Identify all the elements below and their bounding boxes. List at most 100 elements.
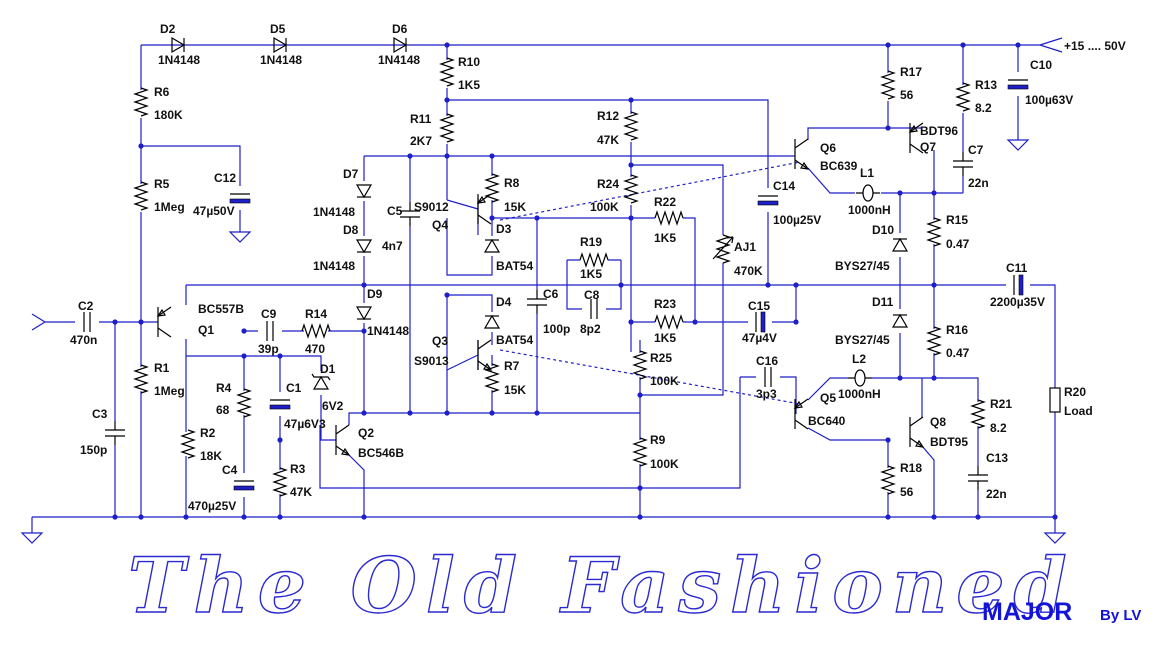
value-label: BYS27/45 bbox=[835, 259, 890, 273]
value-label: 47µ6V3 bbox=[284, 417, 326, 431]
ref-label: Q7 bbox=[920, 140, 936, 154]
value-label: 0.47 bbox=[946, 346, 970, 360]
ref-label: R5 bbox=[154, 177, 170, 191]
ref-label: R20 bbox=[1064, 385, 1086, 399]
value-label: 18K bbox=[200, 449, 222, 463]
wire-junctions bbox=[112, 42, 1058, 520]
ref-label: D9 bbox=[367, 287, 383, 301]
value-label: 100p bbox=[543, 322, 570, 336]
circuit-title: The Old Fashioned bbox=[128, 541, 1076, 630]
ref-label: Q8 bbox=[930, 415, 946, 429]
value-label: 1N4148 bbox=[158, 53, 200, 67]
ref-label: C12 bbox=[214, 171, 236, 185]
ref-label: R16 bbox=[946, 323, 968, 337]
value-label: 39p bbox=[258, 342, 279, 356]
value-label: 1Meg bbox=[154, 384, 185, 398]
ref-label: C14 bbox=[773, 179, 795, 193]
value-label: 47µ50V bbox=[193, 204, 235, 218]
ref-label: D8 bbox=[343, 223, 359, 237]
value-label: 1N4148 bbox=[313, 205, 355, 219]
value-label: 150p bbox=[80, 443, 107, 457]
value-label: 1N4148 bbox=[313, 259, 355, 273]
author-byline: By LV bbox=[1100, 607, 1141, 624]
ref-label: D7 bbox=[343, 167, 359, 181]
value-label: BC557B bbox=[198, 302, 244, 316]
ref-label: R12 bbox=[597, 109, 619, 123]
component-r23: R23 1K5 bbox=[654, 297, 684, 345]
ref-label: R3 bbox=[290, 462, 306, 476]
ref-label: C11 bbox=[1006, 261, 1028, 275]
ref-label: D4 bbox=[496, 295, 512, 309]
ref-label: R2 bbox=[200, 426, 216, 440]
value-label: 56 bbox=[900, 88, 914, 102]
ref-label: C6 bbox=[543, 287, 559, 301]
ref-label: R11 bbox=[410, 112, 432, 126]
ref-label: R18 bbox=[900, 461, 922, 475]
value-label: 1K5 bbox=[654, 331, 676, 345]
value-label: 15K bbox=[504, 200, 526, 214]
value-label: 1000nH bbox=[848, 203, 891, 217]
ref-label: R21 bbox=[990, 397, 1012, 411]
value-label: BDT95 bbox=[930, 435, 968, 449]
value-label: 100µ63V bbox=[1025, 93, 1073, 107]
ref-label: C13 bbox=[986, 451, 1008, 465]
value-label: 180K bbox=[154, 108, 183, 122]
ref-label: AJ1 bbox=[734, 240, 756, 254]
value-label: BYS27/45 bbox=[835, 333, 890, 347]
value-label: S9013 bbox=[414, 354, 449, 368]
ref-label: R7 bbox=[504, 359, 520, 373]
value-label: 470n bbox=[70, 333, 97, 347]
value-label: 56 bbox=[900, 485, 914, 499]
component-d7: D7 1N4148 bbox=[313, 167, 373, 219]
component-c6: C6 100p bbox=[527, 287, 570, 336]
ref-label: R25 bbox=[650, 351, 672, 365]
ref-label: R23 bbox=[654, 297, 676, 311]
ref-label: R1 bbox=[154, 361, 170, 375]
ref-label: Q4 bbox=[432, 218, 448, 232]
component-r2: R2 18K bbox=[180, 426, 222, 463]
value-label: 0.47 bbox=[946, 237, 970, 251]
component-c12: C12 47µ50V bbox=[193, 171, 251, 218]
ref-label: D5 bbox=[270, 22, 286, 36]
ref-label: R10 bbox=[458, 55, 480, 69]
value-label: 8.2 bbox=[975, 101, 992, 115]
value-label: BC546B bbox=[358, 446, 404, 460]
ref-label: R22 bbox=[654, 195, 676, 209]
component-r1: R1 1Meg bbox=[133, 361, 185, 398]
components: D21N4148D51N4148D61N4148R6180KR51MegC124… bbox=[70, 22, 1093, 513]
ref-label: D3 bbox=[496, 222, 512, 236]
ref-label: D6 bbox=[392, 22, 408, 36]
value-label: 470µ25V bbox=[188, 499, 236, 513]
ref-label: R4 bbox=[216, 381, 232, 395]
ref-label: Q1 bbox=[198, 323, 214, 337]
value-label: 100K bbox=[590, 200, 619, 214]
ref-label: C4 bbox=[222, 463, 238, 477]
